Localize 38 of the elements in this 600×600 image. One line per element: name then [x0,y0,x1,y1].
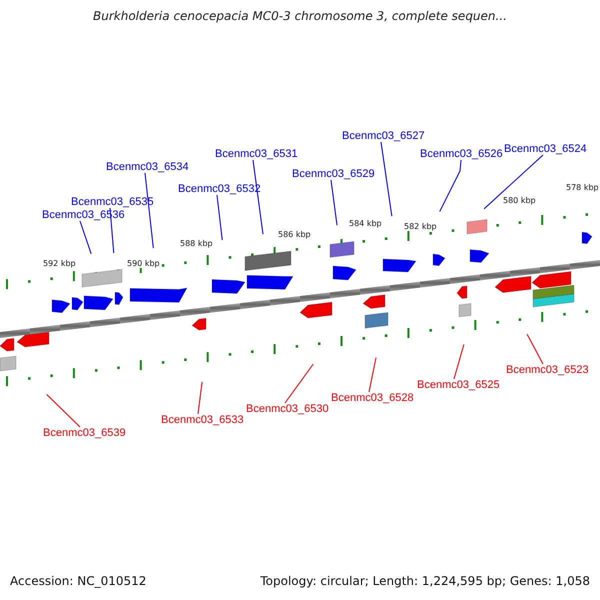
leader-line [454,344,464,380]
gene-label: Bcenmc03_6539 [43,427,126,439]
leader-line [526,334,544,364]
leader-line [216,194,223,241]
leader-line [330,180,338,226]
gene-label: Bcenmc03_6524 [504,143,587,155]
scale-label: 582 kbp [403,222,438,231]
leader-line [380,142,392,217]
leader-line [80,220,92,254]
gene-label: Bcenmc03_6528 [331,392,414,404]
scale-label: 584 kbp [348,219,383,228]
leader-line [198,381,203,414]
scale-label: 578 kbp [565,183,600,192]
scale-label: 588 kbp [179,239,214,248]
leader-line [484,154,544,210]
gene-label: Bcenmc03_6533 [161,414,244,426]
leader-line [252,160,264,235]
leader-line [439,160,462,212]
scale-label: 580 kbp [502,196,537,205]
leader-line [110,208,114,254]
gene-label: Bcenmc03_6530 [246,403,329,415]
scale-label: 590 kbp [126,259,161,268]
accession-text: Accession: NC_010512 [10,575,146,587]
leader-line [144,172,154,249]
genome-info-text: Topology: circular; Length: 1,224,595 bp; Genes: 1,058 [260,575,590,587]
leader-line [46,394,80,428]
gene-label: Bcenmc03_6523 [506,364,589,376]
leader-line [368,357,376,392]
scale-label: 586 kbp [277,230,312,239]
leader-line [284,364,314,404]
title: Burkholderia cenocepacia MC0-3 chromosome 3, complete sequen... [92,10,508,22]
gene-label: Bcenmc03_6531 [215,148,298,160]
gene-label: Bcenmc03_6527 [342,130,425,142]
gene-label: Bcenmc03_6525 [417,379,500,391]
gene-label: Bcenmc03_6526 [420,148,503,160]
scale-label: 592 kbp [42,259,77,268]
gene-label: Bcenmc03_6534 [106,161,189,173]
gene-label: Bcenmc03_6529 [292,168,375,180]
